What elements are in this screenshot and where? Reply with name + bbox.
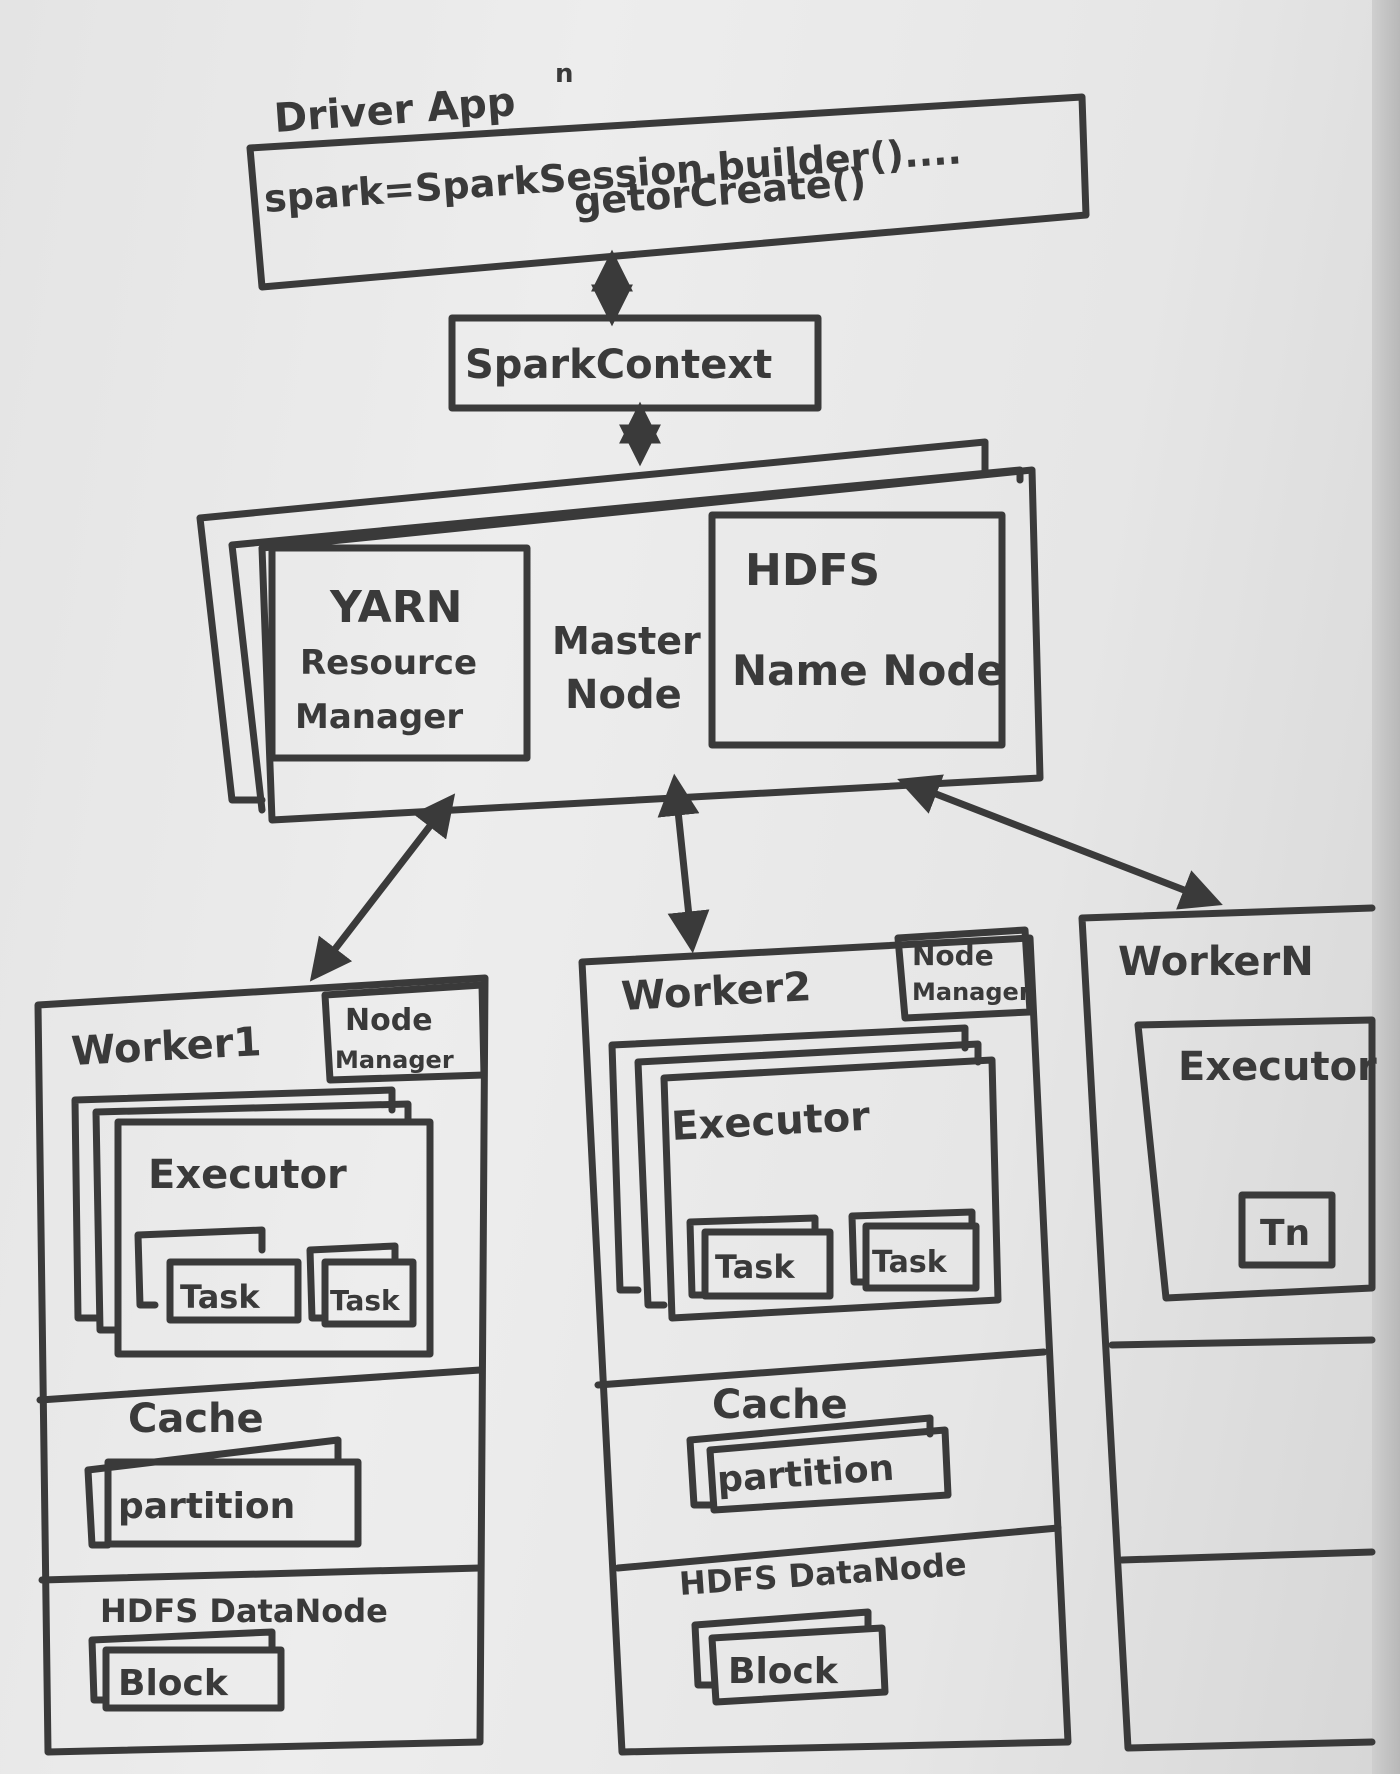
worker1-block-back	[88, 1628, 276, 1704]
workerN-box	[1078, 904, 1376, 1752]
worker1-block-label: Block	[118, 1663, 229, 1704]
worker2-task-a-label: Task	[715, 1248, 795, 1286]
master-node-box-back	[196, 438, 989, 804]
worker2-task-b-box	[862, 1222, 980, 1292]
workerN-executor-box	[1134, 1016, 1376, 1302]
master-worker2-arrow	[657, 773, 710, 954]
worker2-executor-mid	[634, 1040, 982, 1309]
worker2-cache-label: Cache	[712, 1382, 848, 1428]
worker1-box	[34, 974, 489, 1756]
worker1-task-b-box	[321, 1258, 417, 1328]
hdfs-namenode-box	[708, 511, 1006, 749]
worker2-executor-box	[660, 1056, 1002, 1322]
worker2-block-back	[691, 1608, 872, 1689]
worker1-executor-box	[114, 1118, 434, 1358]
workerN-datanode-divider	[1118, 1548, 1376, 1564]
worker1-task-b-label: Task	[330, 1284, 401, 1317]
worker2-executor-label: Executor	[670, 1094, 871, 1150]
worker1-partition-label: partition	[118, 1486, 295, 1527]
worker1-cache-divider	[36, 1366, 484, 1404]
spark-context-label: SparkContext	[465, 342, 772, 388]
driver-app-box	[246, 93, 1090, 291]
worker1-cache-label: Cache	[128, 1396, 264, 1442]
worker2-node-manager-box	[894, 926, 1034, 1022]
workerN-task-box	[1238, 1191, 1336, 1269]
workerN-task-label: Tn	[1260, 1213, 1310, 1254]
worker2-datanode-label: HDFS DataNode	[678, 1545, 968, 1603]
worker1-task-b-back	[306, 1242, 399, 1322]
worker2-partition-label: partition	[716, 1448, 896, 1501]
master-label-line1: Master	[552, 619, 701, 663]
worker1-partition-box	[104, 1458, 362, 1548]
worker1-node-manager-line1: Node	[345, 1003, 433, 1038]
yarn-line3: Manager	[295, 697, 463, 737]
worker2-cache-divider	[594, 1348, 1048, 1389]
master-label-line2: Node	[565, 672, 682, 718]
driver-app-title-sup: n	[555, 59, 574, 89]
yarn-line1: YARN	[329, 582, 462, 633]
worker1-datanode-label: HDFS DataNode	[100, 1592, 388, 1630]
workerN-executor-label: Executor	[1178, 1044, 1377, 1090]
worker1-title: Worker1	[70, 1019, 262, 1075]
worker2-task-a-back	[686, 1214, 819, 1299]
workerN-cache-divider	[1108, 1336, 1376, 1349]
worker1-task-a-back	[134, 1226, 266, 1309]
hdfs-namenode-line2: Name Node	[732, 646, 1005, 695]
worker2-node-manager-line1: Node	[912, 939, 994, 972]
worker1-node-manager-line2: Manager	[335, 1046, 454, 1074]
worker2-task-b-back	[848, 1208, 976, 1286]
worker2-block-label: Block	[728, 1651, 839, 1692]
yarn-line2: Resource	[300, 643, 477, 683]
yarn-resource-manager-box	[268, 544, 531, 762]
worker2-title: Worker2	[620, 964, 812, 1020]
worker1-node-manager-box	[321, 981, 488, 1084]
worker2-datanode-divider	[614, 1524, 1062, 1572]
paper-edge	[1372, 0, 1400, 1774]
worker2-node-manager-line2: Manager	[912, 978, 1031, 1006]
worker1-block-box	[102, 1646, 285, 1712]
worker2-task-a-box	[701, 1228, 834, 1300]
worker1-datanode-divider	[38, 1564, 484, 1584]
worker2-task-b-label: Task	[872, 1245, 948, 1280]
workerN-title: WorkerN	[1118, 939, 1314, 985]
worker1-task-a-box	[166, 1258, 302, 1324]
hdfs-namenode-line1: HDFS	[745, 545, 880, 596]
master-worker1-arrow	[309, 793, 456, 982]
worker1-task-a-label: Task	[180, 1278, 260, 1316]
worker2-box	[578, 934, 1072, 1756]
worker1-executor-mid	[92, 1100, 412, 1334]
worker1-executor-label: Executor	[148, 1152, 347, 1198]
worker2-block-box	[708, 1624, 889, 1706]
worker2-partition-box	[706, 1426, 952, 1514]
master-workerN-arrow	[897, 774, 1223, 910]
